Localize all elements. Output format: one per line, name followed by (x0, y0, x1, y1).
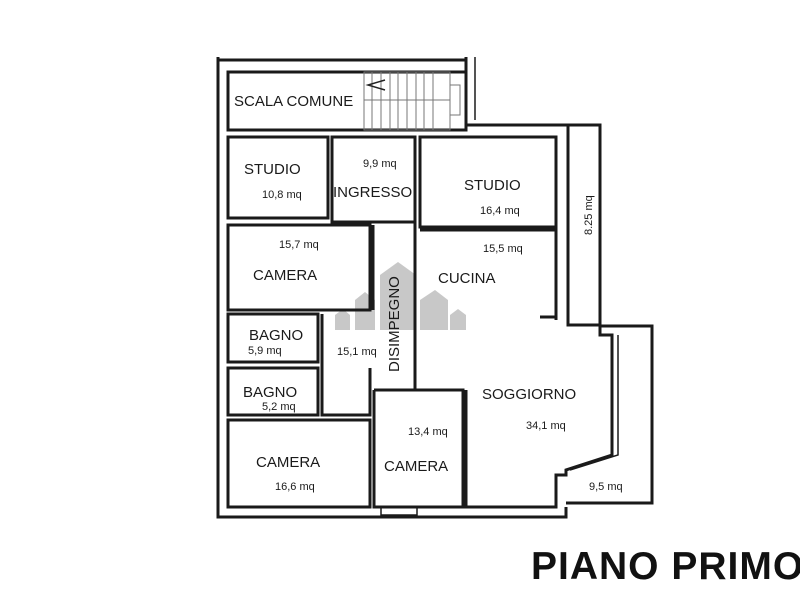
room-area-camera-top: 15,7 mq (279, 239, 319, 251)
room-label-ingresso: INGRESSO (333, 184, 412, 201)
room-label-camera-top: CAMERA (253, 267, 317, 284)
room-label-cucina: CUCINA (438, 270, 496, 287)
room-area-disimpegno: 15,1 mq (337, 346, 377, 358)
room-area-camera-mid: 13,4 mq (408, 426, 448, 438)
room-area-studio-left: 10,8 mq (262, 189, 302, 201)
room-area-studio-right: 16,4 mq (480, 205, 520, 217)
room-label-studio-right: STUDIO (464, 177, 521, 194)
room-label-bagno1: BAGNO (249, 327, 303, 344)
room-label-soggiorno: SOGGIORNO (482, 386, 576, 403)
room-label-scala: SCALA COMUNE (234, 93, 353, 110)
room-label-bagno2: BAGNO (243, 384, 297, 401)
room-label-camera-bottom: CAMERA (256, 454, 320, 471)
room-area-balcony: 9,5 mq (589, 481, 623, 493)
room-label-camera-mid: CAMERA (384, 458, 448, 475)
stairs (363, 71, 461, 131)
watermark-logo (335, 262, 466, 330)
room-area-bagno2: 5,2 mq (262, 401, 296, 413)
room-area-cucina: 15,5 mq (483, 243, 523, 255)
room-area-ingresso: 9,9 mq (363, 158, 397, 170)
room-area-corridor-right: 8.25 mq (583, 195, 595, 235)
room-area-soggiorno: 34,1 mq (526, 420, 566, 432)
walls (216, 57, 654, 519)
room-area-camera-bottom: 16,6 mq (275, 481, 315, 493)
room-label-studio-left: STUDIO (244, 161, 301, 178)
room-label-disimpegno: DISIMPEGNO (386, 276, 403, 372)
room-area-bagno1: 5,9 mq (248, 345, 282, 357)
floor-title: PIANO PRIMO (531, 545, 800, 588)
